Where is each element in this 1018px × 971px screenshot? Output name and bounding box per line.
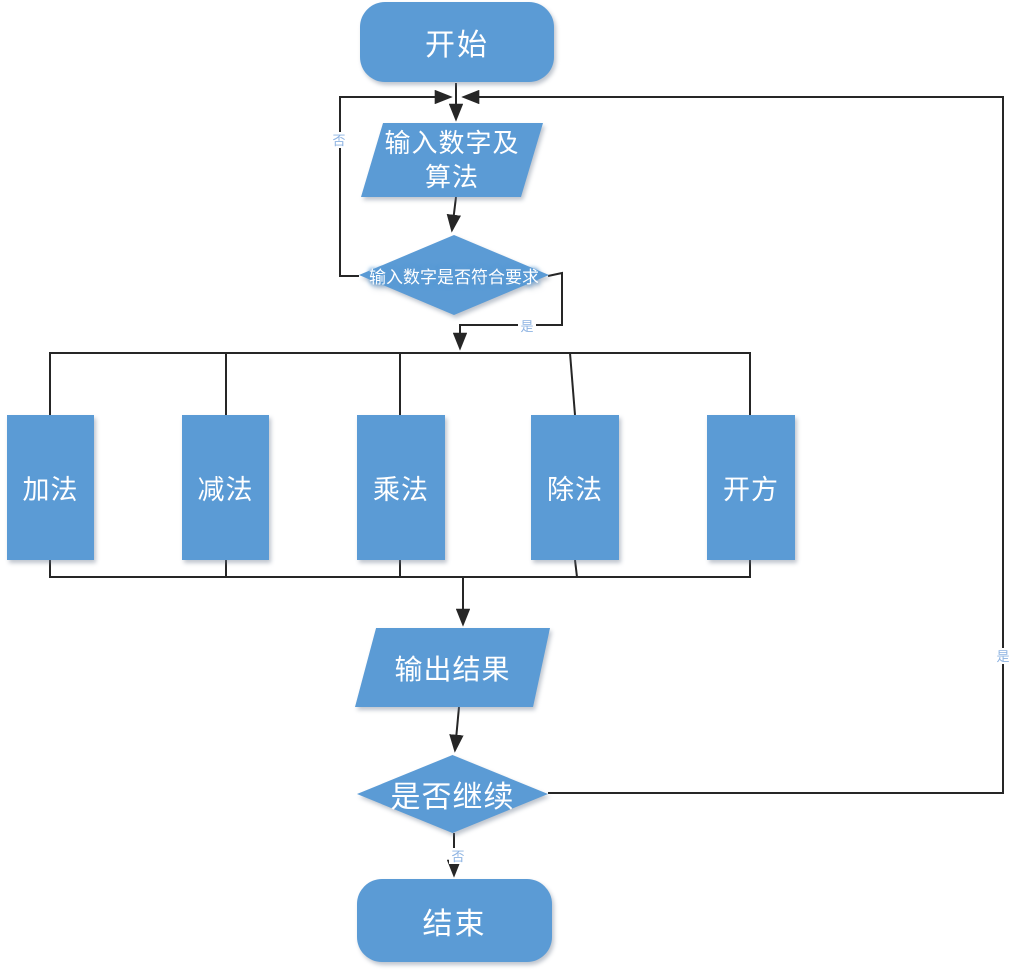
node-validate: 输入数字是否符合要求 (359, 235, 549, 315)
node-divide: 除法 (531, 415, 619, 560)
edge-input-to-validate (446, 196, 461, 233)
edge-branch-divide (569, 352, 576, 416)
edge-label-continue-yes: 是 (994, 648, 1012, 664)
node-output-label: 输出结果 (394, 653, 511, 685)
edge-label-validate-yes: 是 (518, 318, 536, 334)
end-terminator-shape (357, 879, 552, 962)
edge-validate-no-loop (339, 89, 453, 277)
divide-rect-shape (531, 415, 619, 560)
node-subtract-label: 减法 (197, 475, 254, 505)
node-multiply: 乘法 (357, 415, 445, 560)
subtract-rect-shape (182, 415, 269, 560)
node-add-label: 加法 (22, 475, 79, 505)
node-multiply-label: 乘法 (373, 475, 429, 505)
start-terminator-shape (360, 2, 554, 82)
node-end-label: 结束 (422, 907, 487, 941)
edge-label-validate-no: 否 (330, 132, 348, 148)
node-start: 开始 (360, 2, 554, 82)
node-input-label: 输入数字及 算法 (384, 127, 520, 192)
svg-text:否: 否 (332, 133, 345, 148)
node-continue-label: 是否继续 (390, 781, 515, 814)
node-divide-label: 除法 (547, 475, 603, 505)
input-parallelogram-shape (361, 123, 543, 197)
node-subtract: 减法 (182, 415, 269, 560)
svg-text:是: 是 (520, 319, 533, 334)
edge-continue-yes-loop (461, 89, 1004, 794)
node-add: 加法 (7, 415, 94, 560)
multiply-rect-shape (357, 415, 445, 560)
node-output: 输出结果 (355, 628, 550, 707)
sqrt-rect-shape (707, 415, 795, 560)
node-end: 结束 (357, 879, 552, 962)
add-rect-shape (7, 415, 94, 560)
node-sqrt-label: 开方 (723, 475, 779, 505)
edge-collect-divide (574, 559, 578, 578)
svg-text:是: 是 (996, 649, 1009, 664)
node-validate-label: 输入数字是否符合要求 (369, 267, 539, 287)
node-start-label: 开始 (425, 29, 489, 62)
svg-text:否: 否 (451, 849, 464, 864)
edge-validate-yes (452, 271, 563, 351)
output-parallelogram-shape (355, 628, 550, 707)
node-continue: 是否继续 (357, 755, 548, 833)
edge-output-to-continue (449, 706, 464, 753)
node-input: 输入数字及 算法 (361, 123, 543, 197)
node-sqrt: 开方 (707, 415, 795, 560)
edge-label-continue-no: 否 (449, 848, 467, 864)
